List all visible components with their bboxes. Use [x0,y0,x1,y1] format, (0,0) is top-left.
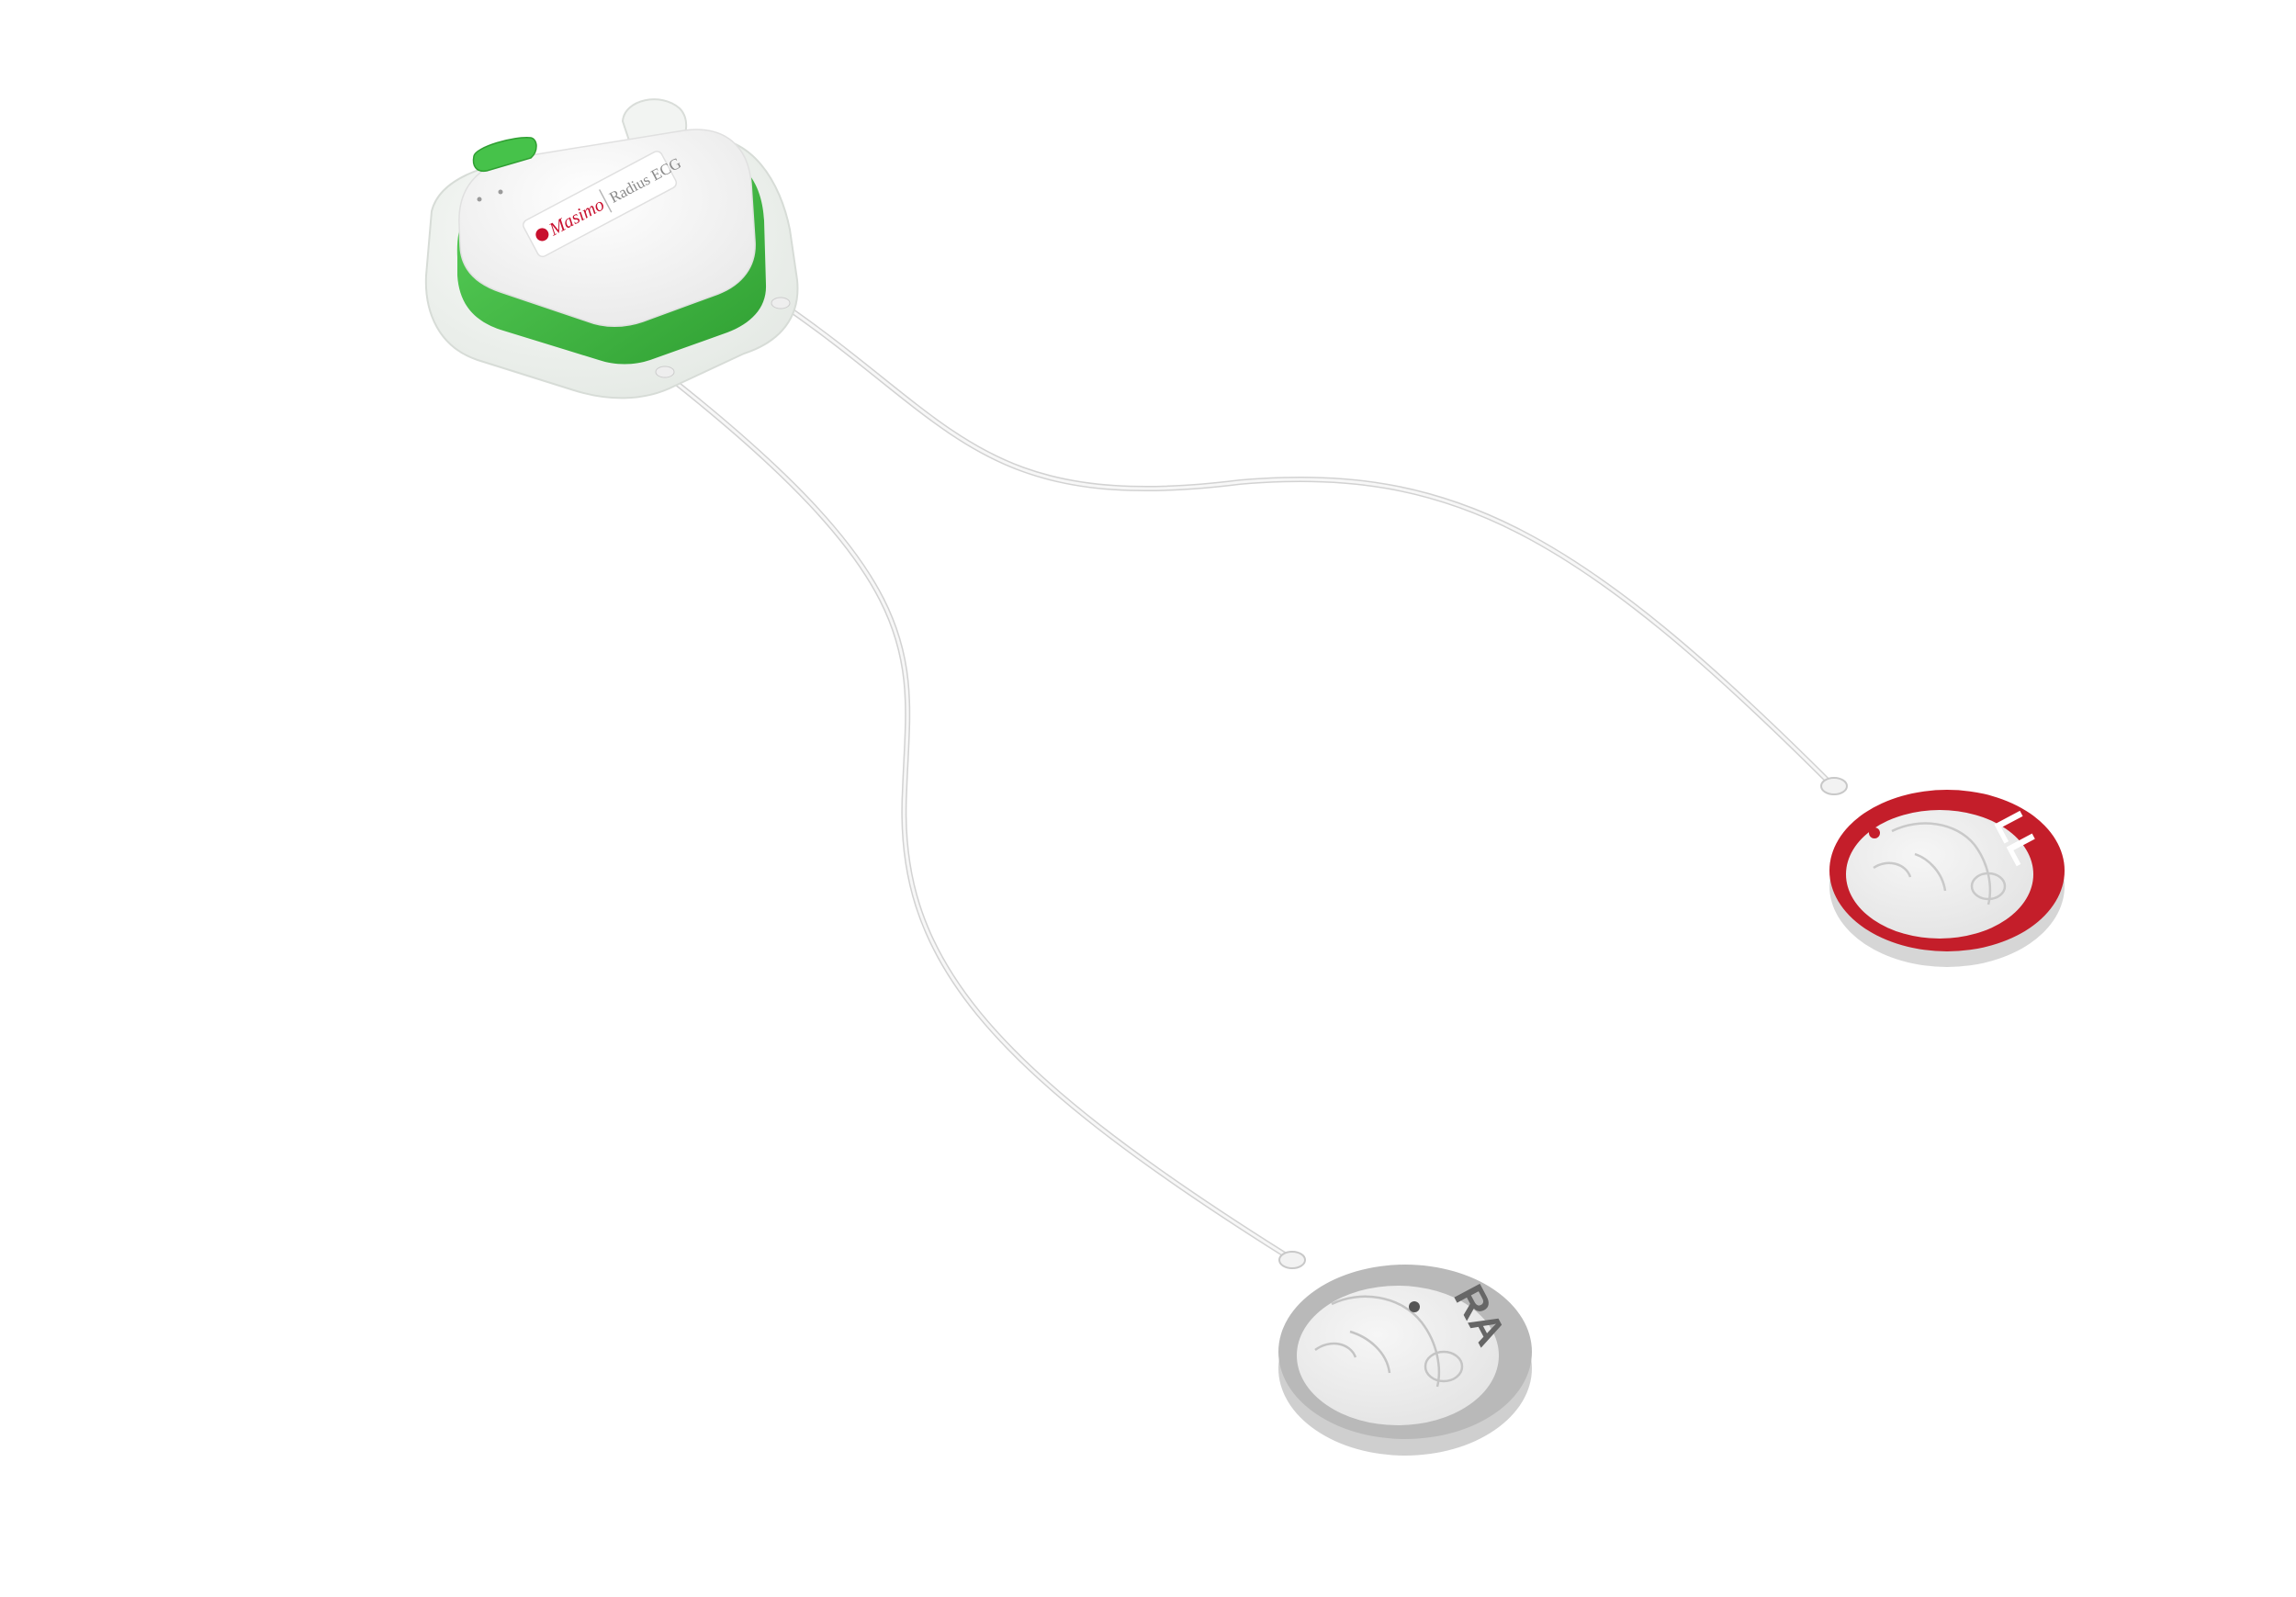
label-divider [598,189,613,213]
placement-dot [1869,827,1880,838]
cable-ll [778,300,1835,788]
cable-port [771,297,791,309]
electrode-connector [1278,1251,1306,1269]
status-light [477,197,482,202]
green-clip [472,137,537,173]
electrode-face [1297,1286,1499,1425]
electrode-ra: RA [1278,1251,1532,1456]
electrode-connector [1820,777,1848,795]
masimo-logo-icon [535,228,549,242]
placement-dot [1409,1301,1420,1312]
cable-port [655,366,675,378]
status-light [498,189,503,195]
electrode-ll: LL [1820,777,2065,967]
ecg-monitor-device: Masimo Radius ECG [424,98,799,399]
body-diagram-icon [1873,822,2007,905]
cable-ra [663,372,1293,1261]
device-label-plate [523,151,678,258]
body-diagram-icon [1314,1295,1464,1388]
